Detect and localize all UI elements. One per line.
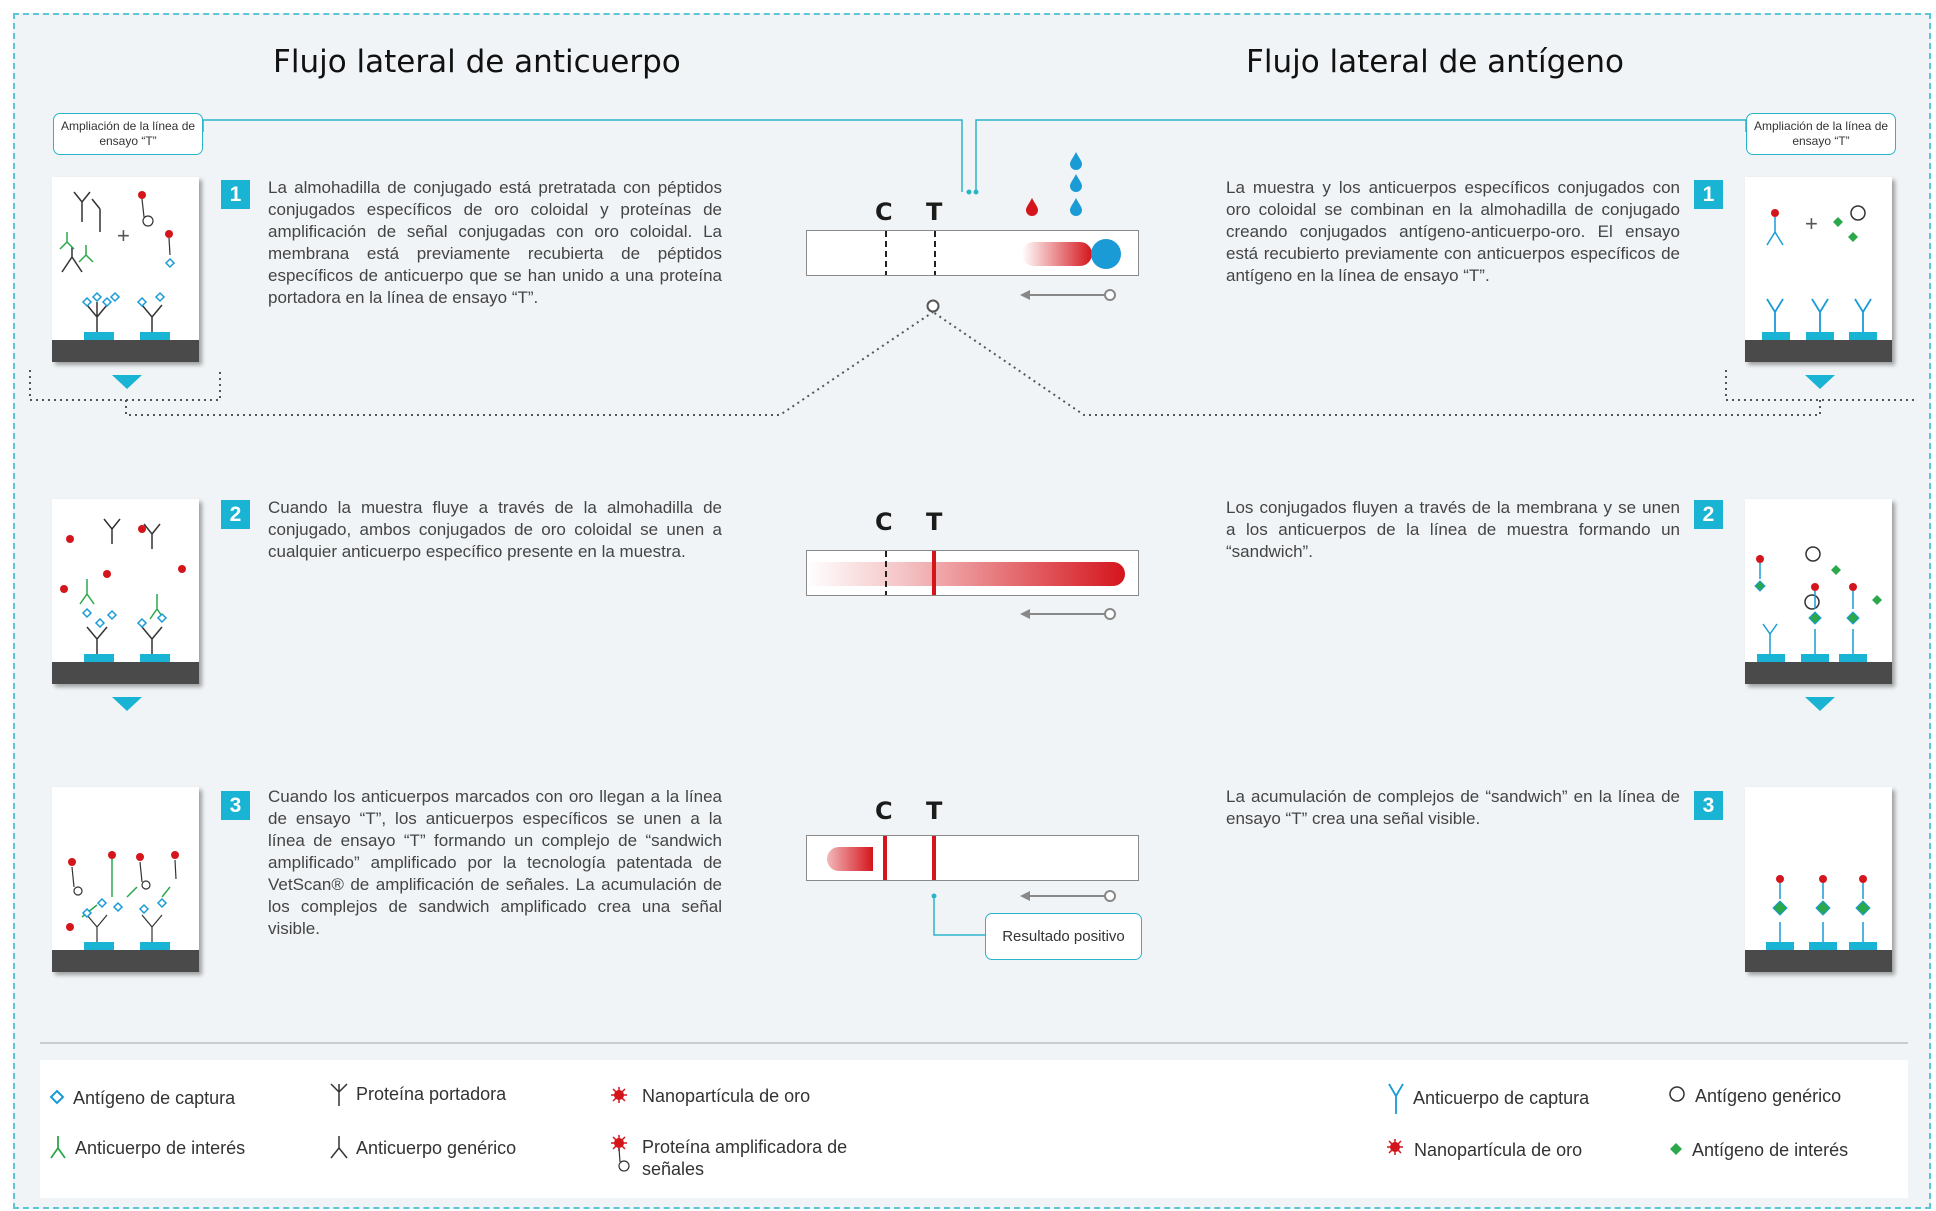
- strip2-letter-c: C: [875, 508, 893, 536]
- step-number-left-2: 2: [221, 500, 250, 529]
- down-arrow-icon: [112, 697, 142, 711]
- membrane-ground: [52, 950, 199, 972]
- test-strip-2: [806, 550, 1139, 596]
- legend-generic-antigen: Antígeno genérico: [1695, 1086, 1842, 1106]
- flow-arrow-icon: [1020, 608, 1116, 620]
- right-title: Flujo lateral de antígeno: [1246, 44, 1624, 80]
- legend-gold-nanoparticle-right: Nanopartícula de oro: [1414, 1140, 1583, 1160]
- antibody-step3-illustration: [66, 851, 179, 950]
- step-number-left-3: 3: [221, 791, 250, 820]
- step-text-right-2: Los conjugados fluyen a través de la mem…: [1226, 498, 1680, 561]
- test-line: [932, 836, 936, 880]
- circle-outline-icon: [1669, 1086, 1685, 1102]
- step-text-left-2: Cuando la muestra fluye a través de la a…: [268, 498, 722, 561]
- test-line: [932, 551, 936, 595]
- step-number-left-1: 1: [221, 180, 250, 209]
- strip1-letter-t: T: [926, 198, 943, 226]
- antibody-step2-illustration: [60, 518, 186, 662]
- step-number-right-2: 2: [1694, 500, 1723, 529]
- panel-left-3: [52, 787, 199, 972]
- drops-illustration: [1026, 152, 1082, 216]
- step-text-right-1: La muestra y los anticuerpos específicos…: [1226, 178, 1680, 285]
- carrier-protein-icon: [330, 1083, 348, 1106]
- membrane-ground: [1745, 950, 1892, 972]
- strip3-letter-c: C: [875, 797, 893, 825]
- flow-arrow-icon: [1020, 890, 1116, 902]
- svg-text:+: +: [117, 223, 130, 248]
- drop-icon: [1070, 174, 1082, 192]
- test-line: [934, 231, 936, 275]
- step-number-right-1: 1: [1694, 180, 1723, 209]
- down-arrow-icon: [112, 375, 142, 389]
- step-number-right-3: 3: [1694, 791, 1723, 820]
- antigen-step1-illustration: +: [1762, 205, 1877, 340]
- down-arrow-icon: [1805, 697, 1835, 711]
- control-line: [885, 231, 887, 275]
- panel-right-2: [1745, 499, 1892, 684]
- antigen-step3-illustration: [1766, 875, 1877, 950]
- green-antibody-icon: [50, 1136, 66, 1159]
- panel-right-3: [1745, 787, 1892, 972]
- legend: Antígeno de captura Anticuerpo de interé…: [40, 1060, 1908, 1198]
- gold-nanoparticle-icon: [611, 1087, 627, 1103]
- blood-drop-icon: [1026, 198, 1038, 216]
- membrane-ground: [52, 662, 199, 684]
- zoom-callout-left: Ampliación de la línea de ensayo “T”: [53, 113, 203, 155]
- test-strip-1: [806, 230, 1139, 276]
- legend-capture-antigen: Antígeno de captura: [73, 1088, 236, 1108]
- membrane-ground: [52, 340, 199, 362]
- membrane-ground: [1745, 662, 1892, 684]
- legend-amplifier-protein: Proteína amplificadora de señales: [642, 1137, 848, 1179]
- svg-text:+: +: [1805, 211, 1818, 236]
- green-diamond-icon: [1670, 1143, 1682, 1155]
- drop-icon: [1070, 198, 1082, 216]
- panel-left-2: [52, 499, 199, 684]
- step-text-right-3: La acumulación de complejos de “sandwich…: [1226, 787, 1680, 828]
- gold-nanoparticle-icon: [1387, 1139, 1403, 1155]
- legend-capture-antibody: Anticuerpo de captura: [1413, 1088, 1590, 1108]
- legend-carrier-protein: Proteína portadora: [356, 1084, 507, 1104]
- drop-icon: [1070, 152, 1082, 170]
- step-text-left-1: La almohadilla de conjugado está pretrat…: [268, 178, 722, 307]
- sample-front: [1022, 242, 1092, 266]
- capture-antibody-icon: [1388, 1083, 1404, 1114]
- legend-antibody-of-interest: Anticuerpo de interés: [75, 1138, 246, 1158]
- zoom-callout-right: Ampliación de la línea de ensayo “T”: [1746, 113, 1896, 155]
- control-line: [885, 551, 887, 595]
- amplifier-protein-icon: [611, 1135, 630, 1172]
- membrane-ground: [1745, 340, 1892, 362]
- sample-front: [807, 562, 1125, 586]
- diagram-frame: [13, 13, 1931, 1209]
- test-strip-3: [806, 835, 1139, 881]
- antibody-step1-illustration: +: [59, 191, 176, 340]
- strip3-letter-t: T: [926, 797, 943, 825]
- panel-left-1: +: [52, 177, 199, 362]
- sample-front: [827, 847, 873, 871]
- strip2-letter-t: T: [926, 508, 943, 536]
- legend-generic-antibody: Anticuerpo genérico: [356, 1138, 517, 1158]
- legend-gold-nanoparticle: Nanopartícula de oro: [642, 1086, 811, 1106]
- panel-right-1: +: [1745, 177, 1892, 362]
- left-title: Flujo lateral de anticuerpo: [273, 44, 681, 80]
- sample-pad: [1091, 239, 1121, 269]
- antigen-step2-illustration: [1754, 546, 1882, 662]
- flow-arrow-icon: [1020, 289, 1116, 301]
- generic-antibody-icon: [330, 1136, 348, 1159]
- step-text-left-3: Cuando los anticuerpos marcados con oro …: [268, 787, 722, 938]
- diamond-outline-icon: [49, 1089, 65, 1105]
- down-arrow-icon: [1805, 375, 1835, 389]
- positive-result-callout: Resultado positivo: [985, 913, 1142, 960]
- strip1-letter-c: C: [875, 198, 893, 226]
- control-line: [883, 836, 887, 880]
- legend-antigen-of-interest: Antígeno de interés: [1692, 1140, 1849, 1160]
